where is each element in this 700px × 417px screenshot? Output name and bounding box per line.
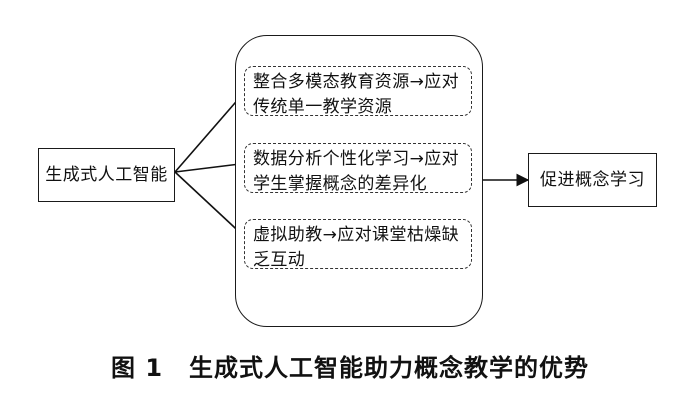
source-node: 生成式人工智能 [38,148,175,202]
advantage-label-1: 整合多模态教育资源→应对传统单一教学资源 [253,72,460,117]
target-node-label: 促进概念学习 [540,169,645,190]
figure-title: 生成式人工智能助力概念教学的优势 [189,354,590,382]
figure-caption: 图 1 生成式人工智能助力概念教学的优势 [0,348,700,383]
target-node: 促进概念学习 [528,153,657,207]
figure-number: 图 1 [110,354,164,382]
source-node-label: 生成式人工智能 [45,164,168,185]
advantage-item-2: 数据分析个性化学习→应对学生掌握概念的差异化 [244,143,472,194]
advantage-item-1: 整合多模态教育资源→应对传统单一教学资源 [244,66,472,117]
advantage-item-3: 虚拟助教→应对课堂枯燥缺乏互动 [244,219,472,270]
advantage-label-2: 数据分析个性化学习→应对学生掌握概念的差异化 [253,149,460,194]
advantage-label-3: 虚拟助教→应对课堂枯燥缺乏互动 [253,225,460,270]
